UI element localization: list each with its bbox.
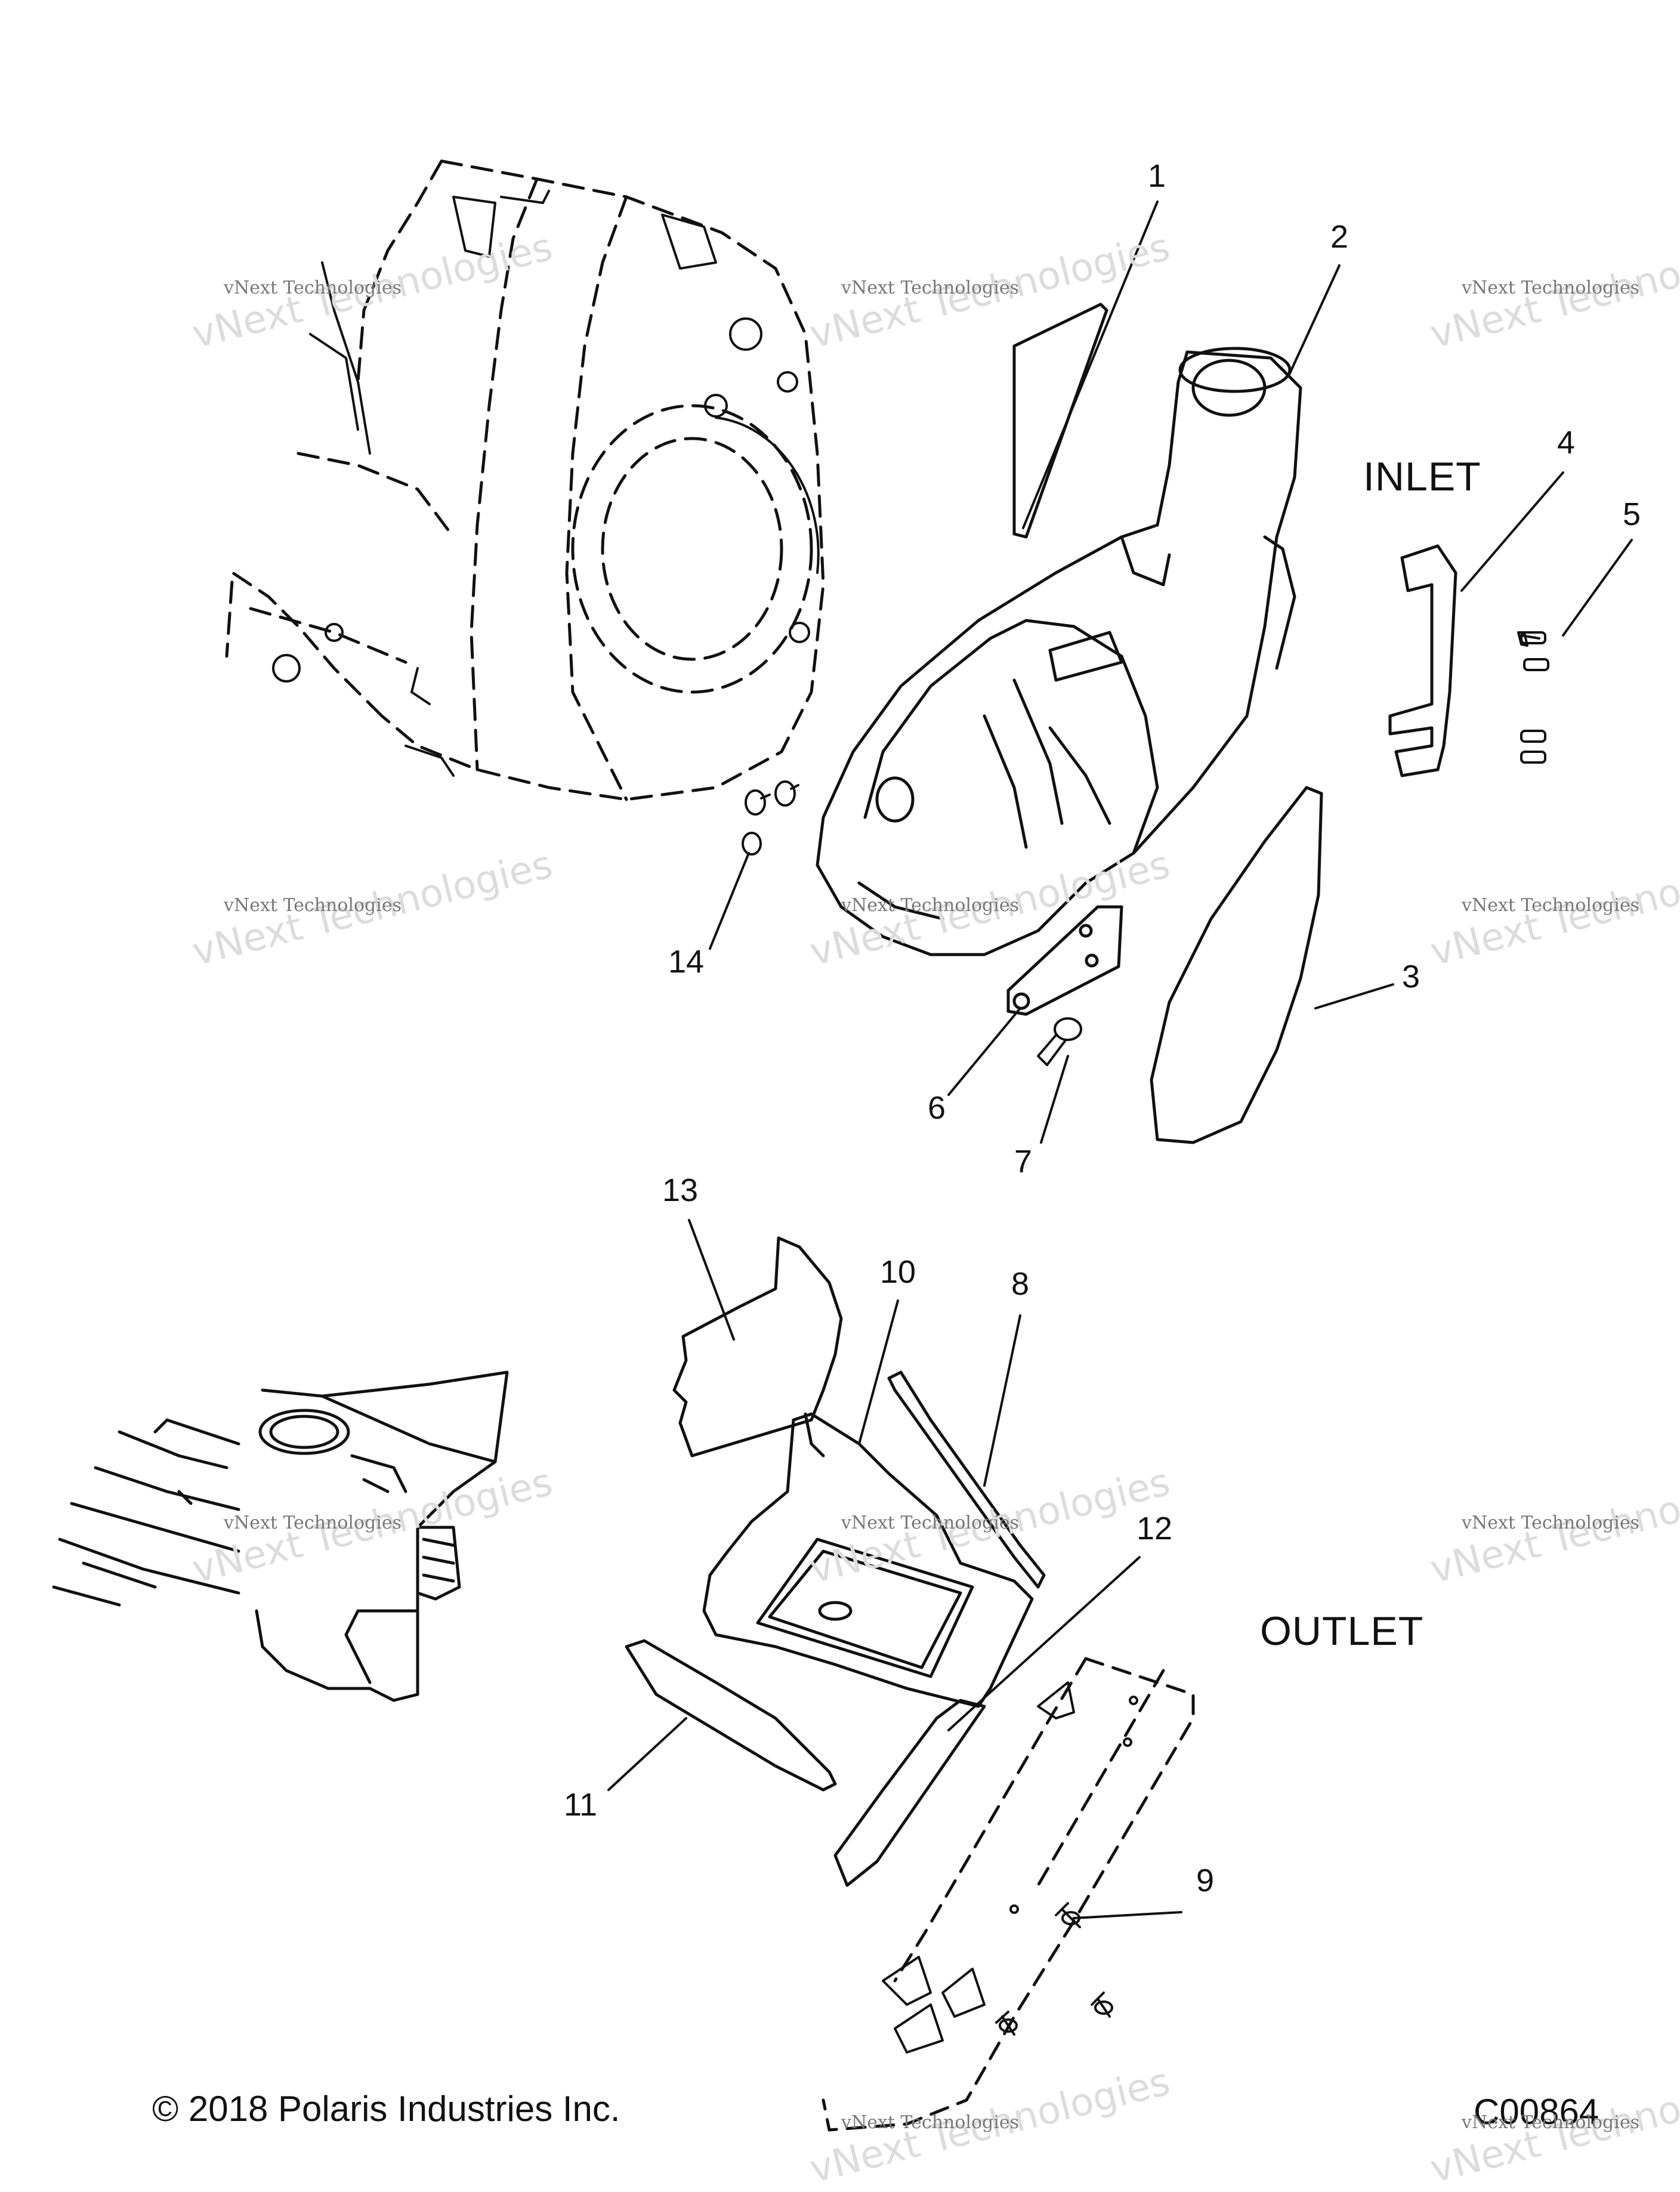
callout-2: 2 [1330,219,1349,255]
part-3-gasket [1150,786,1323,1144]
part-13-deflector [672,1236,843,1458]
outlet-label: OUTLET [1260,1609,1424,1654]
part-7-bolt [1037,1017,1082,1066]
part-1-gasket [1012,302,1108,539]
cvt-cover [52,1370,509,1702]
callout-3: 3 [1402,959,1420,995]
callout-1: 1 [1148,158,1166,194]
engine-details [272,190,820,777]
figure-code: C00864 [1474,2092,1599,2132]
part-5-screws [1517,631,1549,764]
callout-9: 9 [1196,1863,1215,1898]
leader-lines [607,200,1633,1919]
callout-8: 8 [1011,1266,1030,1302]
callout-10: 10 [880,1254,916,1290]
callout-7: 7 [1014,1144,1033,1180]
callout-11: 11 [564,1787,598,1823]
inlet-label: INLET [1363,454,1481,499]
skid-plate-details [882,1681,1138,2054]
callout-6: 6 [928,1090,946,1126]
copyright-text: © 2018 Polaris Industries Inc. [152,2089,620,2129]
callout-5: 5 [1623,496,1641,532]
parts-diagram [52,159,1633,2132]
skid-plate-outline [822,1657,1195,2132]
callout-13: 13 [662,1172,699,1208]
engine-outline [225,159,825,801]
part-11-strip [625,1639,837,1792]
part-4-bracket [1388,544,1457,777]
callout-14: 14 [668,944,705,980]
part-6-plate [1006,905,1123,1016]
part-10-outlet-boot [702,1412,1034,1708]
part-2-fan-housing [816,347,1302,956]
part-14-fasteners [742,780,799,856]
callout-12: 12 [1137,1511,1173,1546]
callout-4: 4 [1557,425,1576,461]
part-9-rivets [995,1902,1113,2036]
part-12-strip [833,1699,986,1887]
part-8-strip [887,1370,1046,1589]
